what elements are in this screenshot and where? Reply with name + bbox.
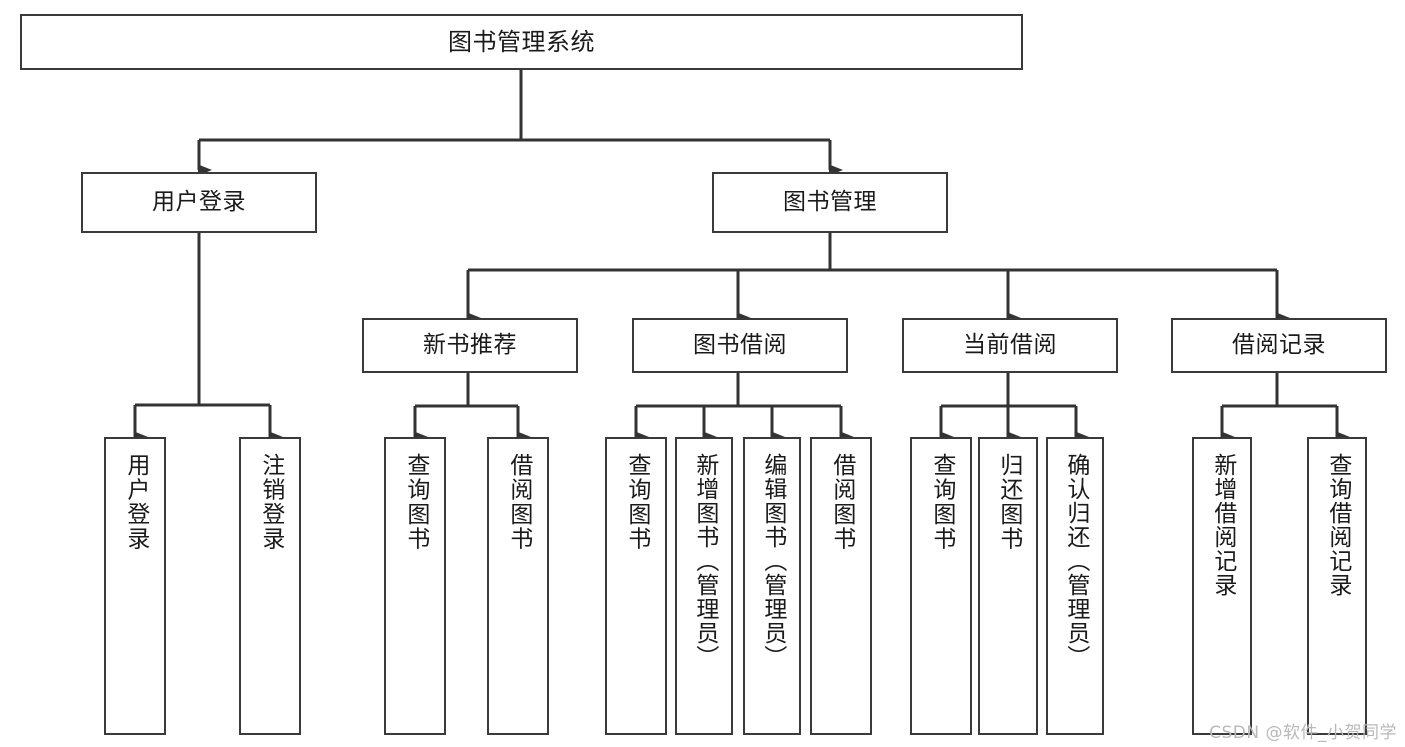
node-label: 用户登录 (122, 453, 149, 551)
node-book-borrow[interactable]: 图书借阅 (632, 318, 848, 373)
node-label: 用户登录 (152, 188, 246, 215)
leaf-confirm-return[interactable]: 确认归还（管理员） (1046, 437, 1104, 735)
leaf-borrow-book-2[interactable]: 借阅图书 (810, 437, 872, 735)
node-root-book-management-system[interactable]: 图书管理系统 (20, 14, 1023, 70)
leaf-query-book-1[interactable]: 查询图书 (384, 437, 446, 735)
leaf-edit-book[interactable]: 编辑图书（管理员） (743, 437, 801, 735)
node-label: 查询图书 (928, 453, 955, 551)
leaf-query-record[interactable]: 查询借阅记录 (1307, 437, 1367, 735)
node-label: 查询图书 (402, 453, 429, 551)
node-label: 图书管理系统 (448, 27, 595, 56)
node-label: 确认归还（管理员） (1062, 453, 1089, 669)
leaf-user-login[interactable]: 用户登录 (104, 437, 166, 735)
node-label: 借阅图书 (828, 453, 855, 551)
node-label: 注销登录 (257, 453, 284, 551)
node-label: 新增借阅记录 (1209, 453, 1236, 597)
node-current-borrow[interactable]: 当前借阅 (902, 318, 1118, 373)
node-label: 图书管理 (783, 188, 877, 215)
node-label: 归还图书 (995, 453, 1022, 551)
leaf-add-book[interactable]: 新增图书（管理员） (675, 437, 733, 735)
node-label: 新增图书（管理员） (691, 453, 718, 669)
leaf-add-record[interactable]: 新增借阅记录 (1192, 437, 1252, 735)
node-user-login[interactable]: 用户登录 (81, 172, 317, 233)
node-label: 查询图书 (623, 453, 650, 551)
node-label: 图书借阅 (693, 331, 787, 358)
leaf-return-book[interactable]: 归还图书 (978, 437, 1038, 735)
leaf-logout-login[interactable]: 注销登录 (239, 437, 301, 735)
node-label: 当前借阅 (963, 331, 1057, 358)
csdn-watermark: CSDN @软件_小贺同学 (1209, 723, 1397, 743)
leaf-query-book-3[interactable]: 查询图书 (910, 437, 972, 735)
node-label: 新书推荐 (423, 331, 517, 358)
node-label: 查询借阅记录 (1324, 453, 1351, 597)
node-borrow-record[interactable]: 借阅记录 (1171, 318, 1387, 373)
node-label: 借阅记录 (1232, 331, 1326, 358)
leaf-borrow-book-1[interactable]: 借阅图书 (487, 437, 549, 735)
node-label: 借阅图书 (505, 453, 532, 551)
node-new-book-recommend[interactable]: 新书推荐 (362, 318, 578, 373)
node-book-manage[interactable]: 图书管理 (712, 172, 948, 233)
leaf-query-book-2[interactable]: 查询图书 (605, 437, 667, 735)
node-label: 编辑图书（管理员） (759, 453, 786, 669)
